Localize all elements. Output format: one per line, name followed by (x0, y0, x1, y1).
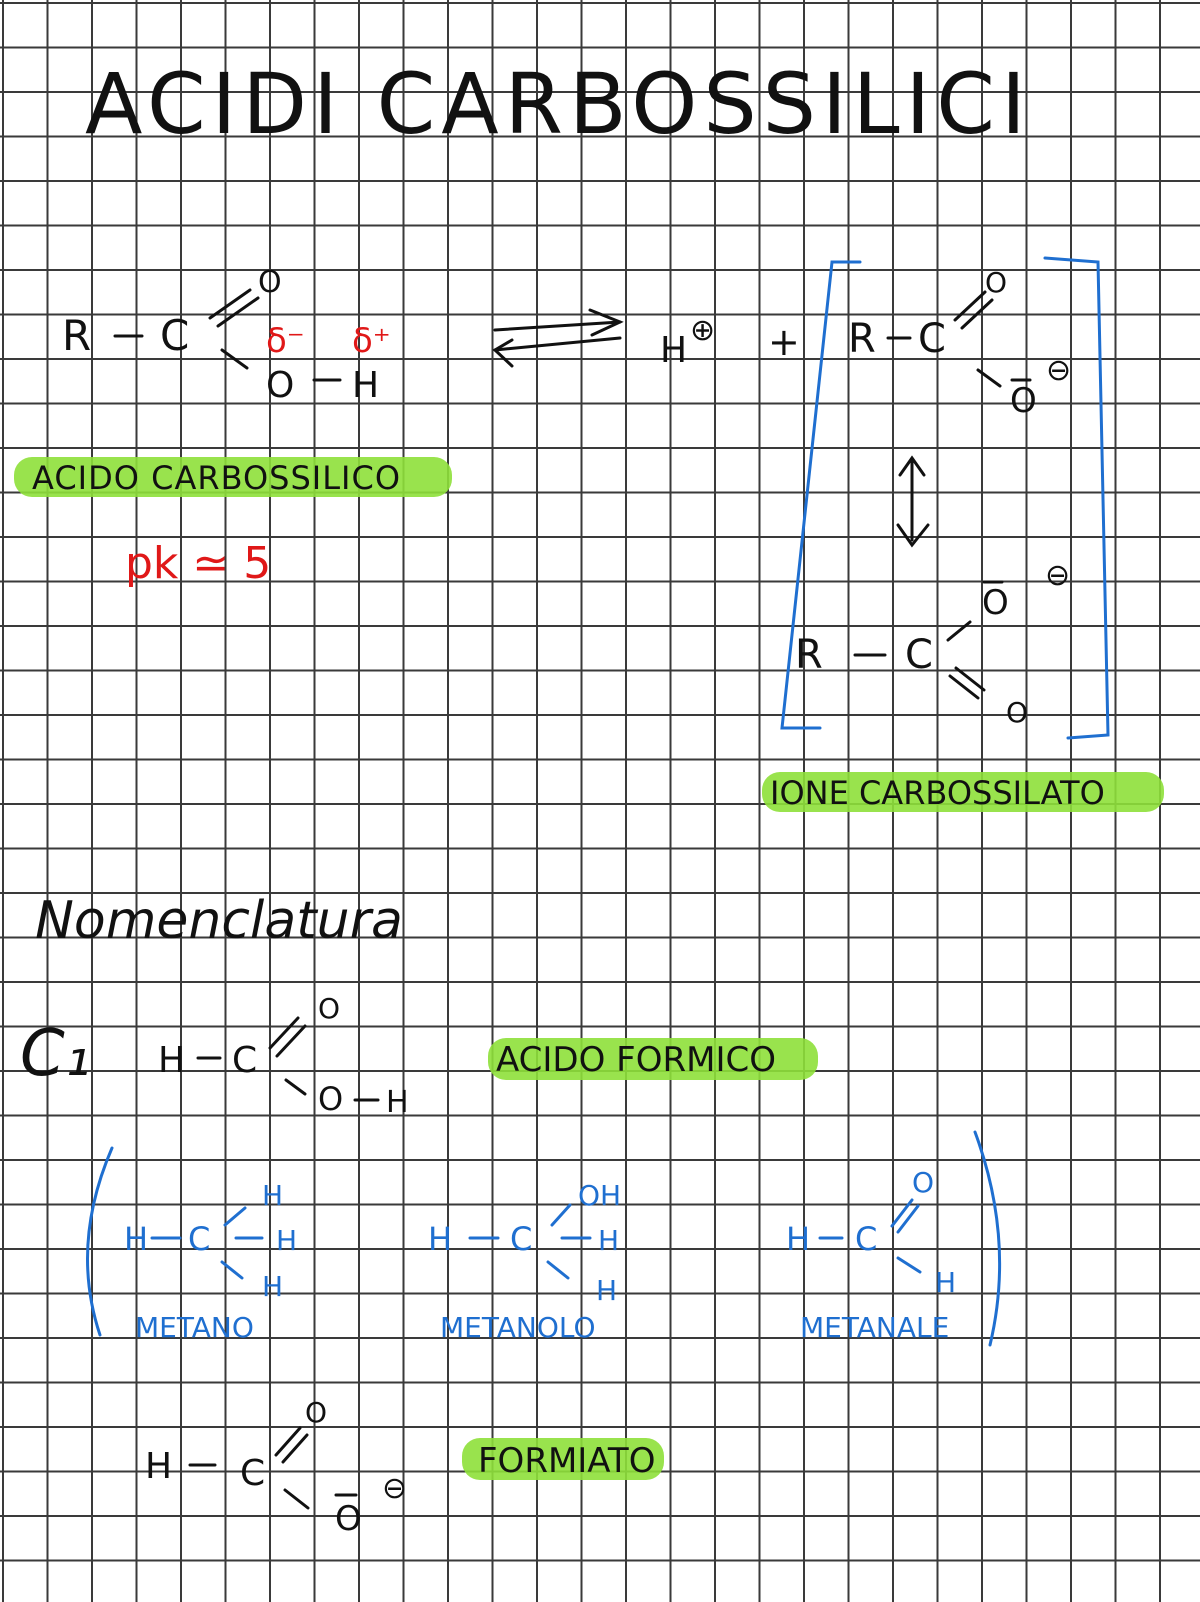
svg-text:O: O (982, 583, 1009, 623)
svg-text:⊖: ⊖ (382, 1471, 407, 1506)
svg-text:H: H (598, 1224, 619, 1257)
svg-text:H: H (262, 1270, 283, 1303)
highlight-ione-carbossilato (762, 772, 1164, 812)
metano-structure: H C H H H METANO (124, 1179, 297, 1344)
highlight-acido-formico (488, 1038, 818, 1080)
atom-r: R (62, 311, 91, 360)
svg-text:H: H (158, 1040, 185, 1081)
label-metanolo: METANOLO (440, 1311, 596, 1344)
atom-o: O (266, 365, 294, 406)
label-formiato: FORMIATO (478, 1441, 655, 1481)
svg-text:⊖: ⊖ (1045, 558, 1070, 593)
carbon-count-label: C₁ (20, 1017, 90, 1091)
left-bracket (780, 260, 862, 730)
svg-text:H: H (276, 1224, 297, 1257)
svg-text:C: C (905, 632, 933, 678)
svg-text:O: O (1010, 381, 1037, 421)
carboxylate-structure-1: R C O O ⊖ (848, 266, 1071, 421)
svg-text:H: H (596, 1274, 617, 1307)
svg-text:R: R (795, 632, 823, 678)
svg-text:C: C (232, 1040, 257, 1081)
right-parenthesis (973, 1130, 1002, 1347)
section-heading-nomenclatura: Nomenclatura (35, 891, 403, 951)
plus-sign: + (768, 320, 800, 364)
delta-plus: δ⁺ (352, 321, 391, 361)
label-metanale: METANALE (800, 1311, 949, 1344)
label-ione-carbossilato: IONE CARBOSSILATO (770, 774, 1105, 812)
label-acido-carbossilico: ACIDO CARBOSSILICO (32, 459, 401, 497)
label-acido-formico: ACIDO FORMICO (496, 1040, 776, 1080)
svg-text:O: O (318, 992, 340, 1025)
svg-text:H: H (935, 1266, 956, 1299)
carboxylate-structure-2: R C O ⊖ O (795, 558, 1070, 729)
pk-value: pk ≃ 5 (125, 538, 271, 589)
resonance-arrow-icon (896, 455, 930, 548)
svg-text:H: H (145, 1446, 172, 1487)
svg-text:H: H (428, 1220, 452, 1258)
svg-text:H: H (786, 1220, 810, 1258)
atom-c: C (160, 311, 189, 360)
proton: H (660, 330, 687, 371)
highlight-formiato (462, 1438, 664, 1480)
atom-h: H (352, 365, 379, 406)
page-title: ACIDI CARBOSSILICI (85, 55, 1032, 153)
svg-text:O: O (985, 266, 1007, 299)
svg-text:C: C (240, 1453, 265, 1494)
carboxylic-acid-structure: R C O O H δ⁻ δ⁺ (62, 265, 391, 406)
svg-text:O: O (318, 1080, 343, 1118)
atom-o-double: O (258, 265, 282, 300)
metanolo-structure: H C OH H H METANOLO (428, 1179, 621, 1344)
svg-text:R: R (848, 316, 876, 362)
delta-minus: δ⁻ (266, 321, 305, 361)
positive-charge: ⊕ (690, 313, 715, 348)
svg-text:⊖: ⊖ (1046, 353, 1071, 388)
formate-structure: H C O O ⊖ (145, 1396, 407, 1539)
svg-text:H: H (124, 1220, 148, 1258)
svg-text:H: H (386, 1085, 409, 1120)
svg-text:O: O (335, 1499, 362, 1539)
highlight-acido-carbossilico (14, 457, 452, 497)
left-parenthesis (86, 1146, 114, 1337)
metanale-structure: H C O H METANALE (786, 1166, 956, 1344)
formic-acid-structure: H C O O H (158, 992, 409, 1120)
equilibrium-arrow-icon (492, 308, 624, 368)
svg-text:C: C (855, 1220, 877, 1258)
svg-text:O: O (1006, 696, 1028, 729)
svg-text:OH: OH (578, 1179, 621, 1212)
svg-text:O: O (912, 1166, 934, 1199)
right-bracket (1043, 256, 1110, 740)
svg-text:C: C (918, 316, 946, 362)
svg-text:C: C (188, 1220, 210, 1258)
label-metano: METANO (135, 1311, 254, 1344)
svg-text:H: H (262, 1179, 283, 1212)
svg-text:C: C (510, 1220, 532, 1258)
svg-text:O: O (305, 1396, 327, 1429)
